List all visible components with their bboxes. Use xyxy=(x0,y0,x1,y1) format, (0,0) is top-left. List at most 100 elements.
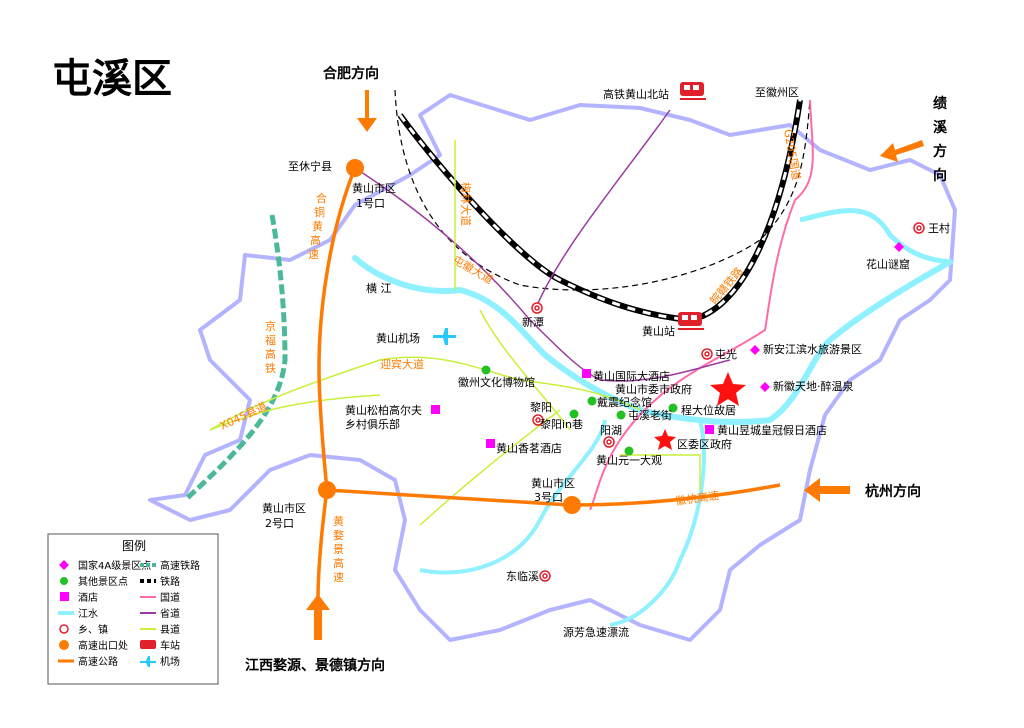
svg-text:绩: 绩 xyxy=(933,95,947,112)
legend-symbol-exit xyxy=(59,640,69,650)
attractions-other xyxy=(481,365,678,456)
svg-text:速: 速 xyxy=(333,571,344,584)
label-yuanyi: 黄山元一大观 xyxy=(596,453,662,467)
label-exit3: 黄山市区 xyxy=(531,476,575,490)
svg-text:铜: 铜 xyxy=(314,205,325,219)
label-huangshan-north: 高铁黄山北站 xyxy=(603,87,669,101)
label-road-tunhuai: 屯徽大道 xyxy=(451,252,496,286)
expressway-hetong xyxy=(317,167,357,491)
county-road-center xyxy=(479,309,571,431)
expressway-huiwu xyxy=(316,489,329,601)
svg-text:景: 景 xyxy=(333,543,344,556)
label-yanghu: 阳湖 xyxy=(600,424,622,437)
label-museum: 徽州文化博物馆 xyxy=(458,375,535,389)
label-road-meilin: 梅林大道 xyxy=(459,182,473,226)
river-branch xyxy=(609,419,706,627)
arrow-hefei xyxy=(357,90,377,132)
provincial-road-tunhuai xyxy=(354,167,731,382)
svg-text:高: 高 xyxy=(265,347,276,361)
svg-text:高: 高 xyxy=(333,556,344,570)
label-road-jingfu: 京 福 高 铁 xyxy=(265,319,276,375)
label-xinanjiang: 新安江滨水旅游景区 xyxy=(763,342,862,356)
svg-text:溪: 溪 xyxy=(933,119,948,136)
label-hengjiang: 横 江 xyxy=(366,281,392,295)
label-wangcun: 王村 xyxy=(928,221,950,235)
label-exit2: 黄山市区 xyxy=(262,501,306,515)
label-road-yingbin: 迎宾大道 xyxy=(380,357,424,371)
label-jiangxi: 江西婺源、景德镇方向 xyxy=(245,657,385,674)
legend-item-airport: 机场 xyxy=(140,655,180,668)
legend-label: 铁路 xyxy=(160,575,180,588)
svg-text:速: 速 xyxy=(308,248,319,261)
legend-label: 高速出口处 xyxy=(78,639,128,652)
exit-3-marker xyxy=(563,496,581,514)
label-exit2-no: 2号口 xyxy=(265,517,294,530)
svg-text:黄: 黄 xyxy=(312,219,323,233)
legend-item-green-dot: 其他景区点 xyxy=(60,575,128,588)
river-north xyxy=(799,208,951,265)
svg-text:方: 方 xyxy=(933,143,947,160)
legend-item-hotel: 酒店 xyxy=(60,591,98,604)
label-road-huiwu: 黄 婺 景 高 速 xyxy=(333,514,344,584)
label-donglinxi: 东临溪 xyxy=(506,569,539,583)
legend-label: 乡、镇 xyxy=(78,623,108,636)
label-xiangming: 黄山香茗酒店 xyxy=(496,441,562,455)
town-markers xyxy=(531,222,925,582)
provincial-road-north xyxy=(534,109,671,311)
label-city-gov: 黄山市委市政府 xyxy=(615,382,692,396)
svg-text:福: 福 xyxy=(265,333,276,347)
hsr-line-dash xyxy=(394,89,811,291)
river-hengjiang xyxy=(352,255,773,425)
svg-text:黄: 黄 xyxy=(333,514,344,528)
label-airport: 黄山机场 xyxy=(376,331,420,345)
arrow-jiangxi xyxy=(306,594,330,640)
legend-item-town: 乡、镇 xyxy=(59,623,108,636)
label-exit1: 黄山市区 xyxy=(352,181,396,195)
attractions-4a xyxy=(750,242,904,392)
legend-symbol-town xyxy=(59,624,69,634)
svg-text:高: 高 xyxy=(310,233,321,247)
legend-label: 高速公路 xyxy=(78,655,118,668)
svg-text:铁: 铁 xyxy=(265,362,276,375)
legend-symbol-airport xyxy=(140,656,156,667)
legend-title: 图例 xyxy=(122,539,146,553)
legend-label: 省道 xyxy=(160,607,180,620)
river-south xyxy=(419,419,607,575)
label-hefei: 合肥方向 xyxy=(323,65,379,82)
national-road-g205 xyxy=(589,99,814,511)
label-to-xiuning: 至休宁县 xyxy=(288,159,332,173)
county-road-south xyxy=(620,454,701,490)
label-golf-1: 黄山松柏高尔夫 xyxy=(345,403,422,417)
legend-label: 机场 xyxy=(160,655,180,668)
airport-icon xyxy=(433,328,456,345)
railway-wangan-dash xyxy=(398,99,802,322)
arrow-hangzhou xyxy=(804,478,850,502)
legend-symbol-hotel xyxy=(60,592,69,601)
label-huashan: 花山谜窟 xyxy=(866,257,910,271)
label-xintan: 新潭 xyxy=(522,315,544,329)
legend-item-hsr: 高速铁路 xyxy=(140,559,200,572)
county-road-west xyxy=(419,409,561,526)
hotel-markers xyxy=(431,369,714,448)
legend-symbol-diamond xyxy=(59,560,69,570)
city-gov-star xyxy=(710,372,746,406)
district-boundary xyxy=(148,93,957,642)
legend-label: 酒店 xyxy=(78,591,98,604)
legend-item-station: 车站 xyxy=(140,639,180,652)
label-intl-hotel: 黄山国际大酒店 xyxy=(593,369,670,383)
legend-item-exit: 高速出口处 xyxy=(59,639,128,652)
legend-item-county-road: 县道 xyxy=(140,623,180,636)
label-liyang-in: 黎阳in巷 xyxy=(540,417,583,431)
label-tunxi-street: 屯溪老街 xyxy=(628,408,672,422)
map-title: 屯溪区 xyxy=(52,55,172,102)
label-jixi: 绩 溪 方 向 xyxy=(933,95,948,184)
label-exit3-no: 3号口 xyxy=(534,491,563,504)
legend-label: 车站 xyxy=(160,639,180,652)
legend-item-river: 江水 xyxy=(58,608,98,620)
legend-label: 国道 xyxy=(160,591,180,604)
legend-item-diamond: 国家4A级景区点 xyxy=(59,559,151,572)
label-liyang: 黎阳 xyxy=(530,400,552,414)
label-road-huihang: 徽杭高速 xyxy=(674,488,720,508)
legend-item-expressway: 高速公路 xyxy=(58,655,118,668)
